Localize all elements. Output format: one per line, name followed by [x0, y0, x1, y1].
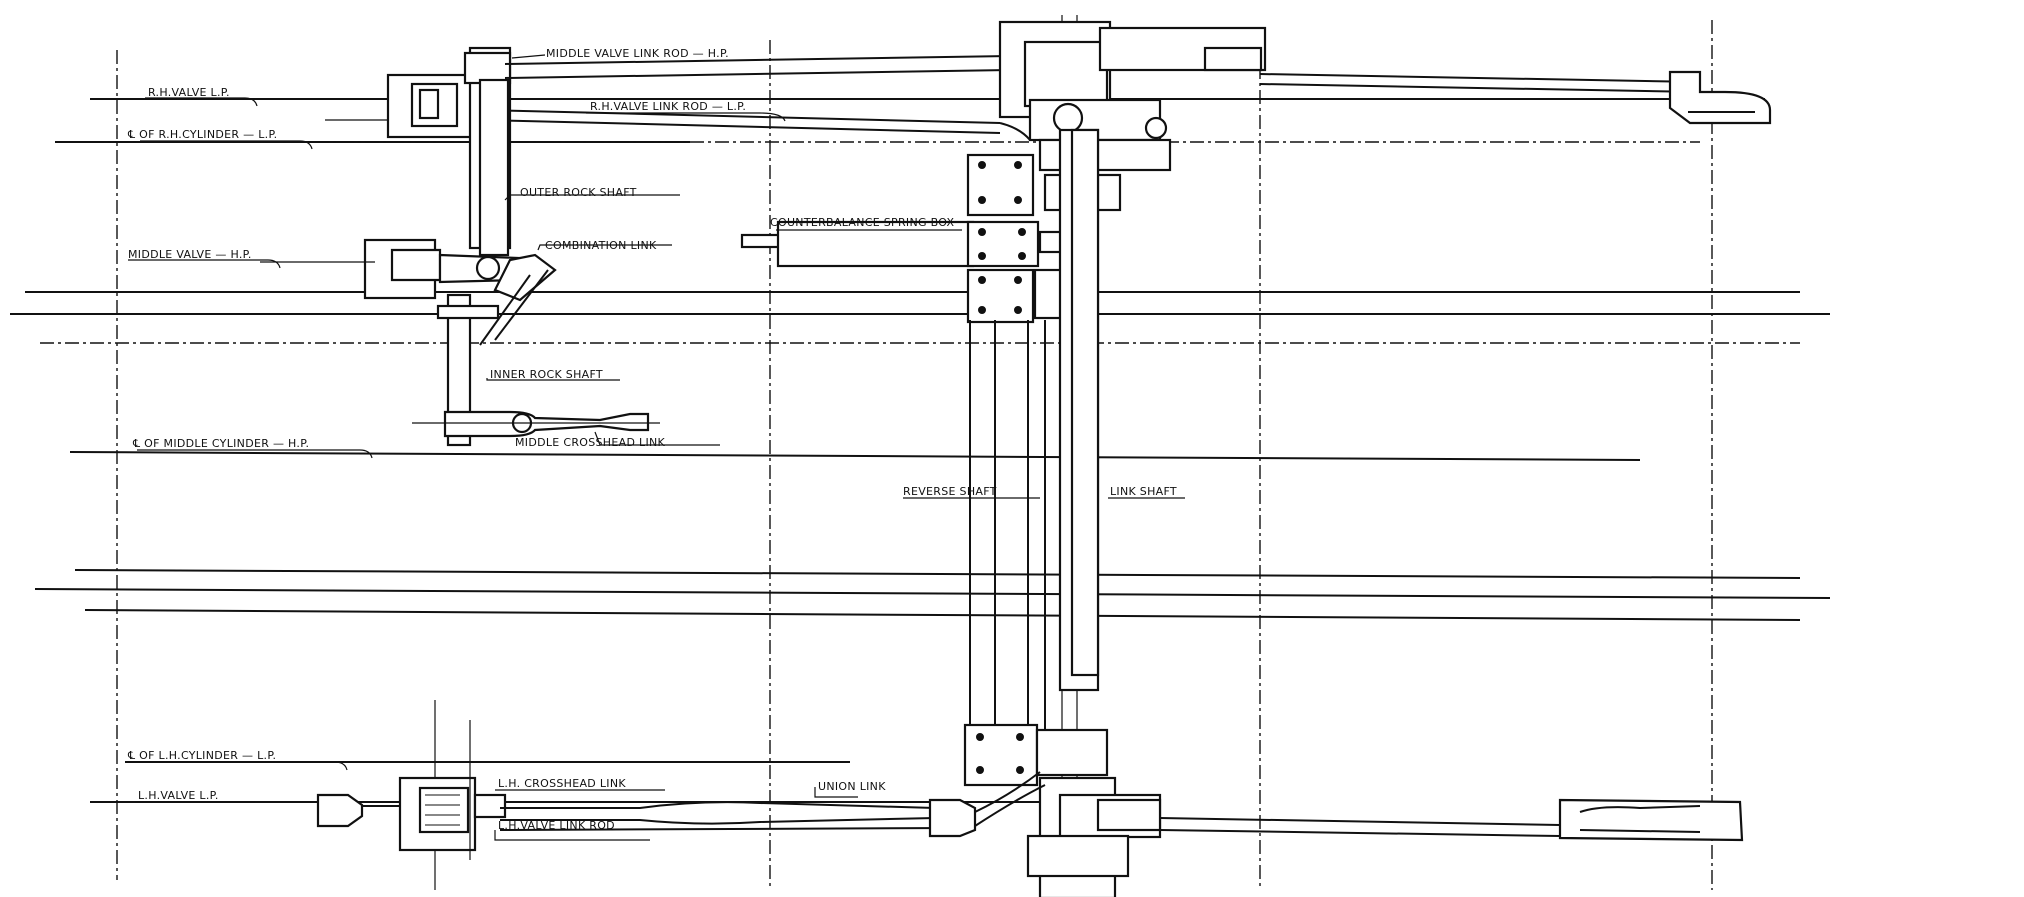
reverse-shaft-brackets	[966, 128, 1100, 740]
lower-brackets	[963, 723, 1162, 897]
label-reverse-shaft: REVERSE SHAFT	[903, 485, 997, 498]
lh-valve-assembly	[316, 720, 1744, 860]
label-combination-link: COMBINATION LINK	[545, 239, 657, 252]
upper-shaft-cluster	[966, 20, 1772, 217]
label-cl-lh-cylinder-lp: ℄ OF L.H.CYLINDER — L.P.	[127, 749, 276, 762]
rock-shaft-assembly	[260, 78, 660, 447]
label-lh-crosshead-link: L.H. CROSSHEAD LINK	[498, 777, 626, 790]
label-middle-valve-hp: MIDDLE VALVE — H.P.	[128, 248, 252, 261]
label-rh-valve-link-rod-lp: R.H.VALVE LINK ROD — L.P.	[590, 100, 746, 113]
label-link-shaft: LINK SHAFT	[1110, 485, 1177, 498]
label-counterbalance-spring-box: COUNTERBALANCE SPRING BOX	[770, 216, 955, 229]
label-outer-rock-shaft: OUTER ROCK SHAFT	[520, 186, 637, 199]
label-cl-rh-cylinder-lp: ℄ OF R.H.CYLINDER — L.P.	[127, 128, 277, 141]
label-middle-valve-link-rod-hp: MIDDLE VALVE LINK ROD — H.P.	[546, 47, 729, 60]
label-middle-crosshead-link: MIDDLE CROSSHEAD LINK	[515, 436, 666, 449]
label-inner-rock-shaft: INNER ROCK SHAFT	[490, 368, 603, 381]
label-lh-valve-link-rod: L.H.VALVE LINK ROD	[498, 819, 615, 832]
labels: R.H.VALVE L.P. ℄ OF R.H.CYLINDER — L.P. …	[127, 47, 1177, 832]
counterbalance-spring-box	[740, 220, 1087, 268]
label-cl-middle-cylinder-hp: ℄ OF MIDDLE CYLINDER — H.P.	[132, 437, 309, 450]
label-rh-valve-lp: R.H.VALVE L.P.	[148, 86, 230, 99]
leader-lines	[128, 54, 1185, 841]
label-union-link: UNION LINK	[818, 780, 886, 793]
label-lh-valve-lp: L.H.VALVE L.P.	[138, 789, 219, 802]
